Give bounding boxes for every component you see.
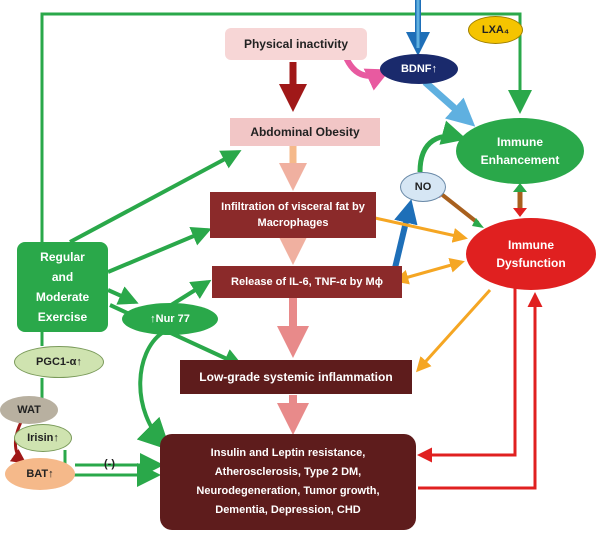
arrow-exercise-to-nur77 — [107, 286, 139, 305]
exercise-line3: Moderate — [35, 290, 90, 304]
arrow-dysfunction-to-lowgrade — [415, 288, 492, 373]
arrow-infiltration-to-dysfunction — [374, 216, 468, 243]
arrow-dysfunction-to-outcomes — [417, 288, 517, 463]
outcome-line3: Neurodegeneration, Tumor growth, — [196, 485, 380, 497]
immune-dysfunction-line1: Immune — [507, 238, 554, 252]
arrow-outcomes-to-dysfunction — [418, 292, 543, 490]
arrow-release-dysfunction — [393, 258, 465, 285]
pgc1-node: PGC1-α↑ — [14, 346, 104, 378]
immune-enhancement-node: Immune Enhancement — [456, 118, 584, 184]
bdnf-node: BDNF↑ — [380, 54, 458, 84]
nur77-node: ↑Nur 77 — [122, 303, 218, 335]
outcome-line1: Insulin and Leptin resistance, — [210, 447, 366, 459]
exercise-line2: and — [51, 270, 74, 284]
release-box: Release of IL-6, TNF-α by Mϕ — [212, 266, 402, 298]
wat-node: WAT — [0, 396, 58, 424]
outcome-line2: Atherosclerosis, Type 2 DM, — [214, 466, 362, 478]
infiltration-line1: Infiltration of visceral fat by — [221, 201, 365, 213]
inhibition-label: (-) — [104, 458, 115, 470]
regular-exercise-box: Regular and Moderate Exercise — [17, 242, 108, 332]
irisin-node: Irisin↑ — [14, 424, 72, 452]
infiltration-box: Infiltration of visceral fat by Macropha… — [210, 192, 376, 238]
exercise-line4: Exercise — [37, 310, 88, 324]
arrow-bdnf-to-enhancement — [422, 79, 476, 127]
outcome-line4: Dementia, Depression, CHD — [215, 504, 361, 516]
arrow-exercise-to-enhancement-top — [40, 12, 532, 245]
lxa4-node: LXA₄ — [468, 16, 523, 44]
outcomes-box: Insulin and Leptin resistance, Atheroscl… — [160, 434, 416, 530]
low-grade-inflammation-box: Low-grade systemic inflammation — [180, 360, 412, 394]
arrow-release-to-no — [392, 199, 418, 269]
infiltration-line2: Macrophages — [257, 217, 329, 229]
immune-dysfunction-node: Immune Dysfunction — [466, 218, 596, 290]
arrow-nur77-to-outcomes — [136, 331, 171, 451]
no-node: NO — [400, 172, 446, 202]
physical-inactivity-box: Physical inactivity — [225, 28, 367, 60]
arrow-no-to-enhancement — [417, 120, 467, 173]
immune-enhancement-line1: Immune — [496, 135, 543, 149]
immune-enhancement-line2: Enhancement — [480, 153, 560, 167]
immune-dysfunction-line2: Dysfunction — [496, 256, 566, 270]
bat-node: BAT↑ — [5, 458, 75, 490]
abdominal-obesity-box: Abdominal Obesity — [230, 118, 380, 146]
arrow-exercise-to-infiltration — [107, 226, 212, 274]
exercise-line1: Regular — [40, 250, 85, 264]
arrow-exercise-to-obesity — [69, 150, 242, 244]
